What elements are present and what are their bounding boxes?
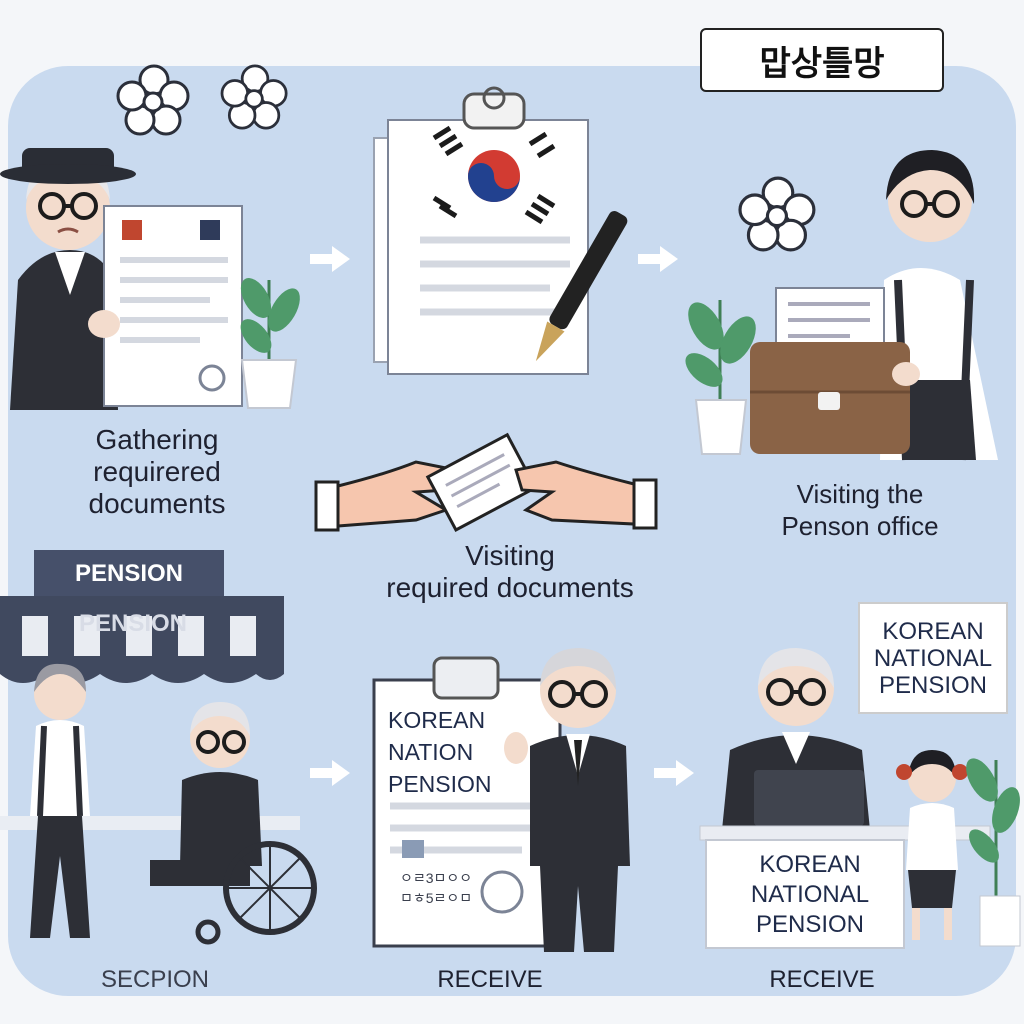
step-1-caption: Gathering requirered documents	[52, 424, 262, 520]
document-handover-illustration	[314, 432, 658, 532]
clipboard-code-2: ㅁㅎ5ㄹㅇㅁ	[400, 890, 473, 906]
elderly-man-in-suit-illustration	[504, 648, 630, 952]
arrow-right-icon	[654, 760, 694, 786]
elderly-woman-with-document-illustration	[0, 148, 243, 410]
caption-line: Visiting	[465, 540, 555, 571]
step-3-caption: Visiting the Penson office	[730, 478, 990, 542]
storefront-awning	[0, 596, 284, 683]
caption-line: documents	[88, 488, 226, 519]
clipboard-with-flag-illustration	[373, 86, 628, 375]
caption-line: Gathering	[95, 424, 219, 455]
corner-sign-line: KOREAN	[882, 617, 984, 645]
bottom-label-2: RECEIVE	[437, 966, 543, 993]
bottom-label-1: SECPION	[100, 966, 210, 993]
caption-line: required documents	[386, 572, 634, 603]
flower-icon	[738, 176, 816, 252]
clipboard-sign-line: PENSION	[388, 771, 492, 797]
storefront-awning-text: PENSION	[78, 610, 188, 637]
arrow-right-icon	[310, 760, 350, 786]
pension-clipboard-illustration	[372, 656, 562, 948]
storefront-banner: PENSION	[34, 550, 224, 598]
corner-sign: KOREAN NATIONAL PENSION	[858, 602, 1008, 714]
clipboard-sign: KOREAN NATION PENSION	[388, 704, 538, 800]
clipboard-sign-line: NATION	[388, 739, 474, 765]
step-2-caption: Visiting required documents	[340, 540, 680, 604]
arrow-right-icon	[638, 246, 678, 272]
flower-icon	[220, 64, 288, 130]
pension-officer-at-desk-illustration	[699, 648, 1021, 949]
caption-line: Visiting the	[796, 479, 924, 509]
storefront-banner-text: PENSION	[74, 560, 184, 587]
desk-sign-line: NATIONAL	[750, 881, 870, 908]
bottom-label-3: RECEIVE	[769, 966, 875, 993]
corner-sign-line: PENSION	[878, 671, 988, 699]
header-badge-text: 맙상틀망	[759, 43, 885, 84]
corner-sign-line: NATIONAL	[873, 644, 993, 672]
pension-officer-with-briefcase-illustration	[685, 150, 998, 461]
desk-sign: KOREAN NATIONAL PENSION	[730, 850, 890, 940]
arrow-right-icon	[310, 246, 350, 272]
clipboard-sign-line: KOREAN	[388, 707, 486, 733]
flower-icon	[116, 64, 190, 136]
elderly-couple-wheelchair-illustration	[0, 663, 317, 945]
clipboard-code-1: ㅇㄹ3ㅁㅇㅇ	[400, 870, 473, 886]
plant-icon	[240, 278, 300, 409]
desk-sign-line: PENSION	[755, 911, 865, 938]
caption-line: requirered	[93, 456, 221, 487]
caption-line: Penson office	[781, 511, 939, 541]
header-badge: 맙상틀망	[700, 28, 944, 92]
desk-sign-line: KOREAN	[759, 851, 861, 878]
